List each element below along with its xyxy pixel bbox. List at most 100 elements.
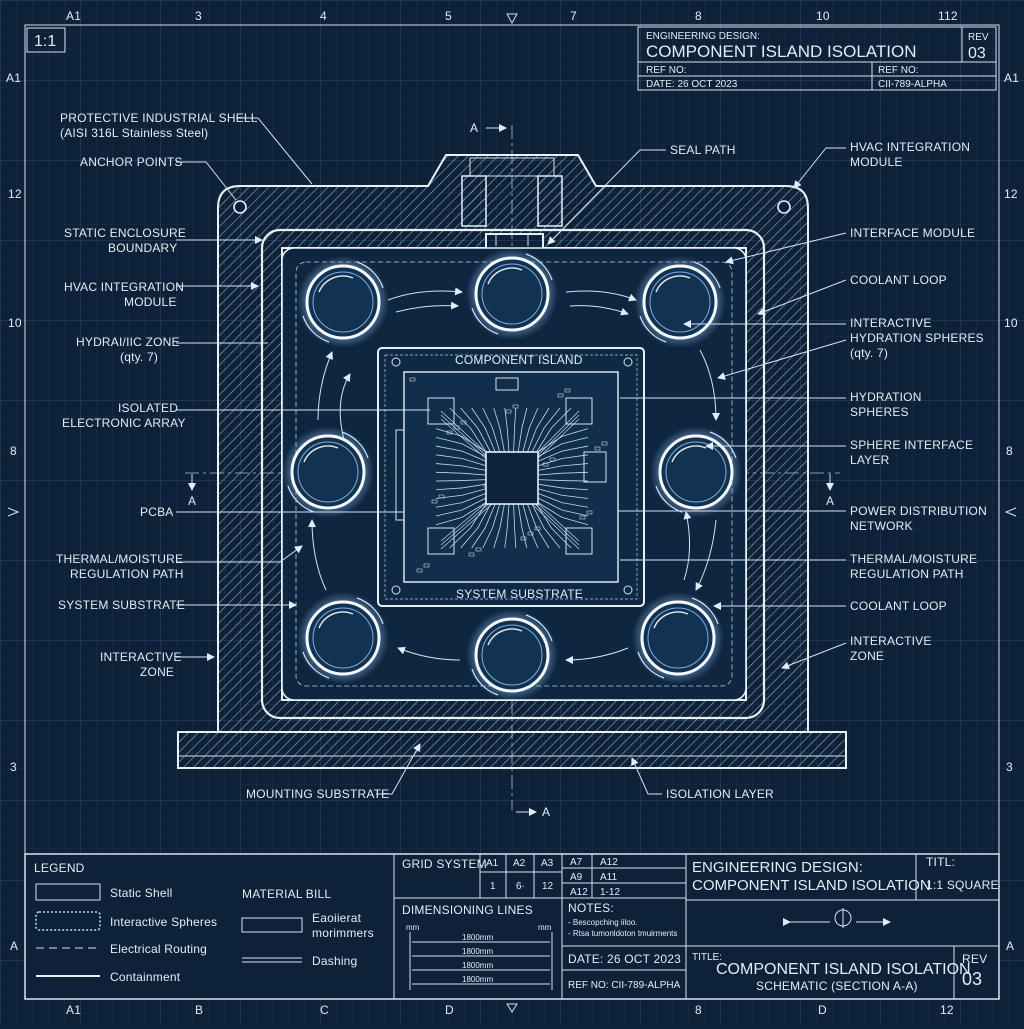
callout-spheres: SPHERES [850, 405, 909, 419]
grid-top-labels: A1 3 4 5 7 8 10 112 [66, 9, 958, 23]
grid-bottom-label: 12 [940, 1003, 954, 1017]
flow-arrow [317, 351, 333, 421]
component-island: COMPONENT ISLAND SYSTEM SUBSTRATE [377, 347, 645, 607]
callout-isolated: ISOLATED [118, 401, 178, 415]
pcb-pad [520, 536, 527, 541]
component-island-label: COMPONENT ISLAND [455, 353, 583, 367]
grid-left-label: A1 [6, 71, 21, 85]
pcb-pad [601, 441, 608, 446]
pcb-trace [504, 503, 510, 549]
callout-interface-module: INTERFACE MODULE [850, 226, 975, 240]
pcb-trace [440, 500, 493, 546]
hydration-sphere [632, 592, 724, 684]
pcb-pad [453, 425, 460, 430]
component [583, 451, 607, 483]
pcba-traces [409, 377, 608, 573]
pcb-trace [513, 503, 517, 549]
flow-arrow [695, 519, 717, 591]
pcb-trace [531, 503, 580, 550]
grid-left-label: A [10, 939, 18, 953]
island-screw [391, 585, 401, 595]
callout-power-distribution: POWER DISTRIBUTION [850, 504, 987, 518]
pcb-trace [531, 503, 561, 549]
grid-value: 6· [516, 881, 525, 892]
pcb-trace [504, 407, 510, 453]
rev-value: 03 [962, 969, 982, 989]
left-center-marker [7, 507, 20, 517]
grid-right-label: 8 [1006, 444, 1013, 458]
callout-regulation-right: REGULATION PATH [850, 567, 964, 581]
pcb-trace [435, 493, 487, 508]
pcb-trace [536, 503, 572, 549]
grid-left-label: 3 [10, 760, 17, 774]
pcb-trace [537, 502, 589, 526]
grid-value: 1 [490, 881, 496, 892]
callout-zone-right: ZONE [850, 649, 884, 663]
title-block-line1: ENGINEERING DESIGN: [692, 859, 863, 876]
grid-right-label: 12 [1004, 187, 1018, 201]
pcb-trace [531, 407, 561, 453]
note-line: - Rtsa tumonldoton tmuirments [568, 929, 677, 938]
legend-item: Containment [110, 970, 181, 984]
grid-bottom-label: D [445, 1003, 454, 1017]
grid-right-label: A [1006, 939, 1014, 953]
right-callouts: SEAL PATH HVAC INTEGRATION MODULE INTERF… [547, 140, 987, 801]
callout-protective-shell: PROTECTIVE INDUSTRIAL SHELL [60, 111, 258, 125]
grid-cell: A12 [600, 857, 618, 868]
island-screw [623, 357, 633, 367]
anchor-point-right [777, 200, 791, 214]
legend-swatch-spheres [35, 911, 101, 931]
hydration-sphere [297, 256, 389, 348]
top-date: DATE: 26 OCT 2023 [646, 79, 738, 90]
pcb-pad [446, 430, 453, 435]
chip [427, 397, 455, 425]
pcb-trace [449, 503, 487, 549]
title-value: COMPONENT ISLAND ISOLATION [716, 961, 971, 978]
system-substrate-label: SYSTEM SUBSTRATE [456, 587, 583, 601]
flow-arrow [387, 287, 463, 301]
subtitle-value: SCHEMATIC (SECTION A-A) [756, 979, 918, 993]
pcb-trace [527, 407, 550, 453]
top-title-text: COMPONENT ISLAND ISOLATION [646, 42, 916, 61]
note-line: - Bescopching iiloo. [568, 918, 637, 927]
bottom-frame [24, 853, 1000, 1000]
leader-line [376, 743, 421, 795]
pcb-trace [435, 436, 487, 457]
grid-top-label: 112 [938, 9, 958, 23]
callout-isolation-layer: ISOLATION LAYER [666, 787, 774, 801]
grid-bottom-label: A1 [66, 1003, 81, 1017]
callout-pcba: PCBA [140, 505, 173, 519]
island-dashed [384, 354, 638, 600]
pcb-trace [435, 454, 487, 467]
dim-unit-left: mm [406, 923, 420, 932]
pcb-pad [512, 404, 519, 409]
grid-left-labels: A1 12 10 8 3 A [6, 71, 22, 953]
pcb-trace [440, 503, 493, 550]
grid-top-label: 8 [695, 9, 702, 23]
flow-arrow [565, 290, 637, 302]
containment-outer [260, 228, 766, 720]
pcb-trace [482, 503, 501, 549]
hydration-sphere [650, 426, 742, 518]
pcb-pad [594, 446, 601, 451]
grid-top-label: A1 [66, 9, 81, 23]
grid-cell: A12 [570, 887, 588, 898]
pcb-pad [549, 457, 556, 462]
section-marker-right: A [826, 494, 834, 508]
flow-arrow [699, 349, 720, 421]
pcb-trace [537, 454, 589, 467]
scale-value: 1:1 SQUARE [926, 878, 999, 892]
callout-interactive-right: INTERACTIVE [850, 634, 932, 648]
flow-arrow [308, 519, 327, 591]
grid-bottom-label: B [195, 1003, 203, 1017]
pcb-trace [435, 428, 487, 453]
grid-header: A3 [541, 858, 554, 869]
grid-bottom-label: D [818, 1003, 827, 1017]
main-chip [485, 451, 539, 505]
pcb-trace [531, 418, 580, 465]
pcb-trace [471, 407, 496, 453]
leader-line [547, 149, 666, 245]
callout-qty-left: (qty. 7) [120, 350, 158, 364]
title-block-line2: COMPONENT ISLAND ISOLATION [692, 877, 931, 894]
